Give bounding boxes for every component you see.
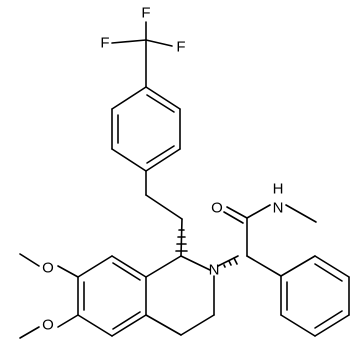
aryl-inner-double-bond <box>146 145 175 164</box>
hash-mark <box>233 257 238 265</box>
methoxy-bond <box>19 253 40 267</box>
benzo-inner-double-bond <box>112 311 141 330</box>
aryl-bond <box>145 86 181 110</box>
benzo-bond <box>77 255 113 278</box>
methoxy-oxygen-label: O <box>42 260 54 277</box>
amide-c-n-bond <box>246 204 271 219</box>
linker-bond <box>145 194 183 220</box>
bond-c-f2 <box>145 39 173 47</box>
amide-side-chain <box>217 204 317 268</box>
fluorine-atom-label: F <box>141 5 150 22</box>
methoxy-groups <box>19 253 79 339</box>
ethyl-linker <box>145 170 183 257</box>
ring-bond <box>145 314 182 336</box>
amide-hydrogen-label: H <box>273 181 284 198</box>
benzo-bond <box>111 255 147 278</box>
fluorine-atom-label: F <box>100 35 109 52</box>
carbonyl-double-bond <box>226 206 248 219</box>
aryl-inner-double-bond <box>146 94 175 113</box>
phenyl-bond <box>280 314 316 337</box>
trifluoromethyl-group <box>111 21 173 88</box>
carbonyl-double-bond <box>223 211 244 224</box>
atom-labels: F F F O N H N O O <box>42 5 283 334</box>
ring-bond <box>180 314 215 336</box>
amide-nitrogen-label: N <box>273 200 284 217</box>
phenyl-ring <box>246 255 350 337</box>
ring-bond-to-n <box>180 255 211 271</box>
aryl-ring <box>111 86 181 172</box>
tetrahydroisoquinoline-core <box>77 255 215 337</box>
phenyl-bond <box>314 314 350 337</box>
aryl-bond <box>145 148 181 172</box>
methoxy-bond <box>57 265 79 278</box>
phenyl-link-bond <box>246 255 282 277</box>
hash-mark <box>228 260 232 266</box>
hash-mark <box>223 264 226 268</box>
carbonyl-oxygen-label: O <box>211 200 223 217</box>
methoxy-bond <box>57 314 79 328</box>
n-methyl-bond <box>285 204 317 223</box>
aryl-bond <box>111 86 147 110</box>
ring-nitrogen-label: N <box>209 262 220 279</box>
methoxy-oxygen-label: O <box>42 317 54 334</box>
benzo-bond <box>111 314 147 337</box>
phenyl-inner-double-bond <box>314 263 343 282</box>
phenyl-inner-double-bond <box>314 310 343 329</box>
ring-bond <box>145 255 182 278</box>
bond-c-f1 <box>111 39 147 44</box>
benzo-bond <box>77 314 113 337</box>
phenyl-bond <box>314 255 350 278</box>
phenyl-bond <box>280 255 316 277</box>
hashed-wedge-c1 <box>175 229 188 252</box>
aryl-bond <box>111 148 147 172</box>
fluorine-atom-label: F <box>176 39 185 56</box>
benzo-inner-double-bond <box>112 262 141 281</box>
methoxy-bond <box>19 326 40 339</box>
